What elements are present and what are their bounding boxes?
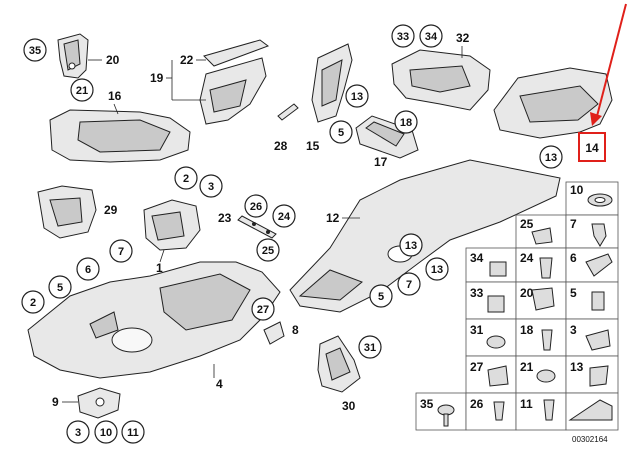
grid-label-31: 31 — [470, 323, 484, 337]
label-29: 29 — [104, 203, 118, 217]
part-20-bracket[interactable] — [57, 33, 89, 79]
part-1-bracket[interactable] — [143, 199, 201, 251]
part-32-shield[interactable] — [391, 49, 491, 111]
label-30: 30 — [342, 399, 356, 413]
part-9-mount[interactable] — [77, 387, 121, 419]
grid-label-7: 7 — [570, 217, 577, 231]
grid-label-34: 34 — [470, 251, 484, 265]
label-5c: 5 — [378, 291, 384, 303]
part-19-22-duct[interactable] — [199, 39, 270, 125]
label-7c: 7 — [406, 279, 412, 291]
part-16-shield[interactable] — [49, 109, 191, 163]
label-17: 17 — [374, 155, 388, 169]
part-14-shield[interactable] — [493, 67, 613, 139]
grid-label-27: 27 — [470, 360, 484, 374]
label-35: 35 — [29, 45, 41, 57]
label-16: 16 — [108, 89, 122, 103]
label-33: 33 — [397, 31, 409, 43]
label-32: 32 — [456, 31, 470, 45]
part-30-bracket[interactable] — [317, 335, 361, 393]
label-3a: 3 — [208, 181, 214, 193]
label-2a: 2 — [183, 173, 189, 185]
label-5b: 5 — [57, 282, 63, 294]
label-34: 34 — [425, 31, 438, 43]
label-23: 23 — [218, 211, 232, 225]
grid-label-13: 13 — [570, 360, 584, 374]
label-13a: 13 — [351, 91, 363, 103]
label-11: 11 — [127, 427, 139, 439]
grid-label-25: 25 — [520, 217, 534, 231]
highlight-arrowhead — [590, 112, 602, 126]
grid-label-26: 26 — [470, 397, 484, 411]
highlight-arrow — [595, 3, 627, 121]
label-28: 28 — [274, 139, 288, 153]
label-12: 12 — [326, 211, 340, 225]
fastener-glyphs — [437, 193, 613, 427]
label-8: 8 — [292, 323, 299, 337]
label-6: 6 — [85, 264, 91, 276]
part-4-underbody-panel[interactable] — [27, 261, 281, 379]
label-3b: 3 — [75, 427, 81, 439]
label-13c: 13 — [405, 240, 417, 252]
label-26: 26 — [250, 201, 262, 213]
part-28-pin[interactable] — [277, 103, 299, 121]
label-13b: 13 — [545, 152, 557, 164]
part-29-bracket[interactable] — [37, 185, 97, 239]
label-18: 18 — [400, 117, 412, 129]
part-23-clip-strip[interactable] — [237, 215, 277, 239]
label-24: 24 — [278, 211, 291, 223]
label-21: 21 — [76, 85, 88, 97]
callout-circle-35 — [23, 38, 47, 62]
label-10: 10 — [100, 427, 112, 439]
grid-label-10: 10 — [570, 183, 584, 197]
label-19: 19 — [150, 71, 164, 85]
grid-label-3: 3 — [570, 323, 577, 337]
label-25: 25 — [262, 245, 274, 257]
label-9: 9 — [52, 395, 59, 409]
part-8-clip[interactable] — [263, 321, 285, 345]
part-17-plate[interactable] — [355, 115, 419, 159]
label-13d: 13 — [431, 264, 443, 276]
highlight-box — [578, 132, 606, 162]
label-7a: 7 — [118, 246, 124, 258]
label-22: 22 — [180, 53, 194, 67]
grid-label-35: 35 — [420, 397, 434, 411]
grid-label-11: 11 — [520, 397, 533, 411]
label-4: 4 — [216, 377, 223, 391]
part-15-bracket[interactable] — [311, 43, 353, 123]
label-5a: 5 — [338, 127, 344, 139]
label-1: 1 — [156, 261, 163, 275]
label-14: 14 — [585, 141, 599, 155]
label-2b: 2 — [30, 297, 36, 309]
label-27: 27 — [257, 304, 269, 316]
grid-label-21: 21 — [520, 360, 534, 374]
grid-label-18: 18 — [520, 323, 534, 337]
part-12-underbody-panel[interactable] — [289, 159, 561, 313]
grid-label-24: 24 — [520, 251, 534, 265]
document-number: 00302164 — [572, 435, 608, 444]
grid-label-33: 33 — [470, 286, 484, 300]
grid-label-20: 20 — [520, 286, 534, 300]
grid-label-6: 6 — [570, 251, 577, 265]
label-15: 15 — [306, 139, 320, 153]
grid-label-5: 5 — [570, 286, 577, 300]
label-31: 31 — [364, 342, 376, 354]
label-20: 20 — [106, 53, 120, 67]
